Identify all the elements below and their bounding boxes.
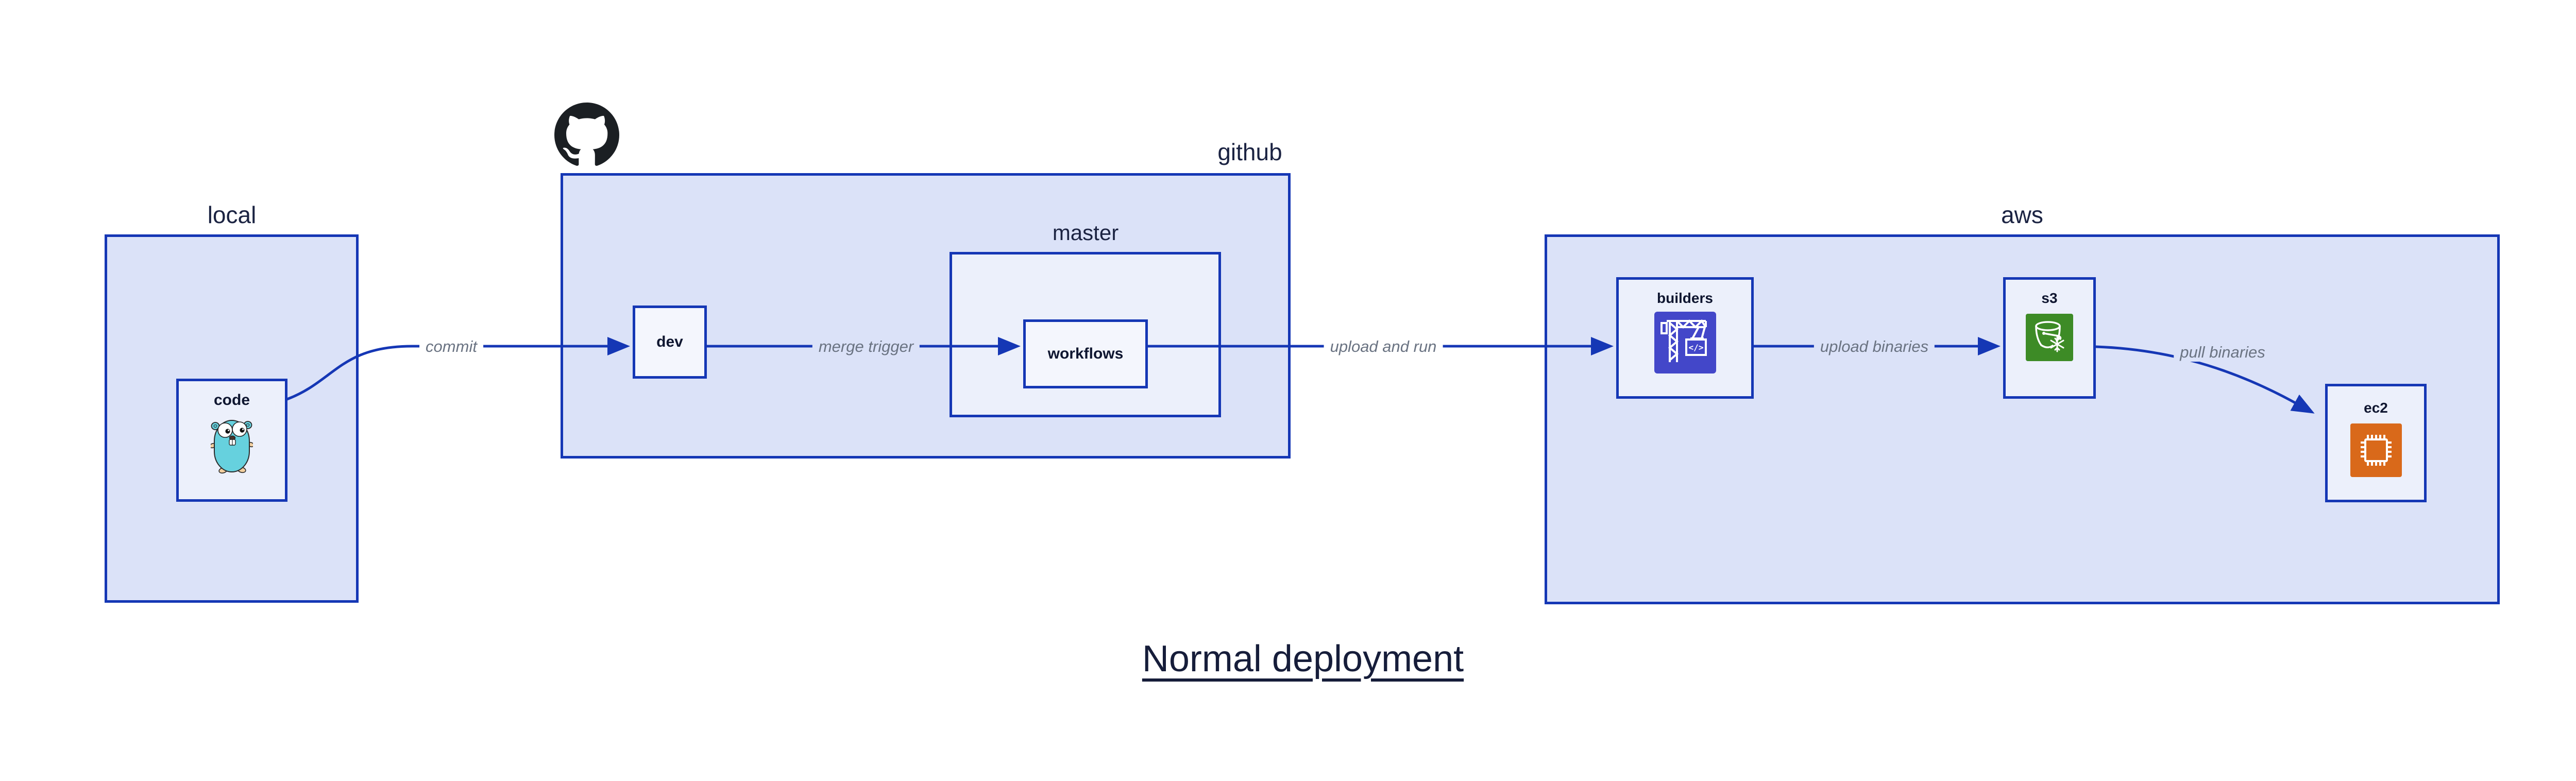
node-dev-label: dev [656, 333, 683, 350]
aws-container-label: aws [2001, 201, 2043, 228]
node-dev: dev [633, 305, 707, 379]
node-code: code [176, 379, 287, 502]
node-s3-label: s3 [2041, 290, 2058, 306]
node-workflows-label: workflows [1047, 345, 1124, 362]
local-container-label: local [207, 201, 257, 228]
node-ec2: ec2 [2325, 384, 2427, 502]
go-gopher-icon [211, 420, 253, 474]
svg-text:</>: </> [1688, 343, 1703, 352]
node-builders: builders </> [1616, 277, 1754, 399]
edge-upload-binaries-label: upload binaries [1814, 337, 1935, 356]
s3-glacier-bucket-icon [2026, 314, 2073, 361]
edge-upload-and-run-label: upload and run [1324, 337, 1443, 356]
master-container-label: master [1052, 220, 1119, 245]
node-s3: s3 [2003, 277, 2096, 399]
edge-pull-binaries-label: pull binaries [2174, 343, 2272, 362]
github-container-label: github [1217, 139, 1282, 165]
edge-merge-trigger-label: merge trigger [812, 337, 920, 356]
ec2-chip-icon [2350, 423, 2402, 477]
node-builders-label: builders [1657, 290, 1713, 306]
diagram-title: Normal deployment [1142, 638, 1464, 680]
node-code-label: code [213, 392, 250, 409]
github-logo-icon [554, 103, 619, 166]
edge-commit-label: commit [419, 337, 483, 356]
codebuild-crane-icon: </> [1654, 312, 1716, 373]
node-ec2-label: ec2 [2364, 400, 2388, 416]
node-workflows: workflows [1023, 319, 1148, 388]
